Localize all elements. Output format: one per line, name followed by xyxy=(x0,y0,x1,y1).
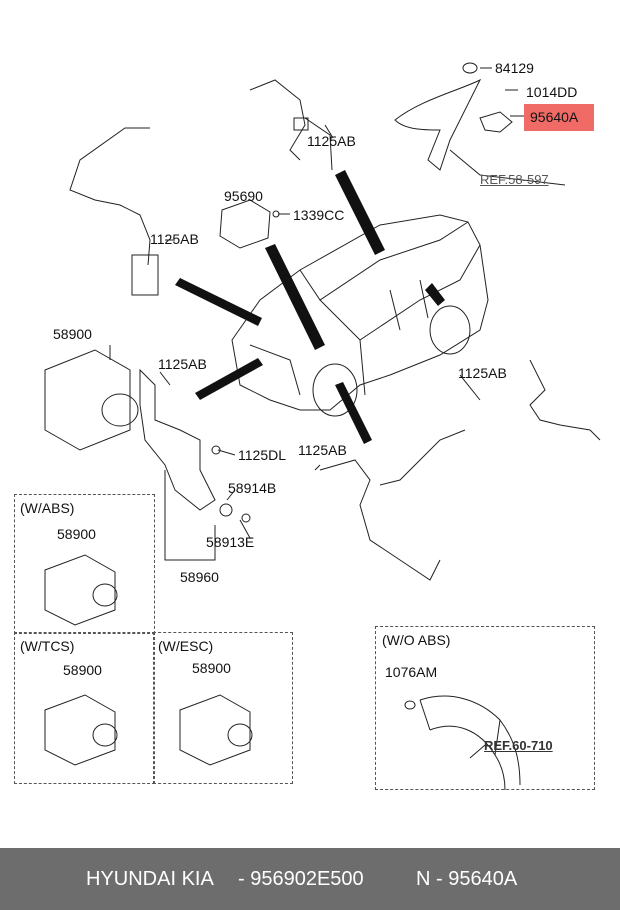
part-label-1125ab-left: 1125AB xyxy=(150,231,199,247)
box-w-abs-part: 58900 xyxy=(57,526,96,542)
highlighted-part-95640a[interactable]: 95640A xyxy=(524,104,594,131)
part-label-95640a: 95640A xyxy=(530,109,579,125)
diagram-drawing xyxy=(44,62,601,791)
footer-part-number: - 956902E500 xyxy=(238,868,364,890)
part-label-1125ab-right: 1125AB xyxy=(458,365,507,381)
box-w-tcs-title: (W/TCS) xyxy=(20,638,75,654)
part-label-1125ab-bottom: 1125AB xyxy=(298,442,347,458)
footer-n-label: N - 95640A xyxy=(416,868,518,890)
part-label-58900-main: 58900 xyxy=(53,326,92,342)
ref-label-60-710: REF.60-710 xyxy=(484,738,553,753)
box-w-abs xyxy=(14,494,155,634)
box-w-abs-title: (W/ABS) xyxy=(20,500,75,516)
footer-bar: HYUNDAI KIA - 956902E500 N - 95640A xyxy=(0,848,620,910)
part-label-58914b: 58914B xyxy=(228,480,277,496)
box-w-esc-title: (W/ESC) xyxy=(158,638,214,654)
parts-diagram: 84129 1014DD 95640A REF.58-597 1125AB 95… xyxy=(14,60,601,791)
box-w-tcs-part: 58900 xyxy=(63,662,102,678)
footer-brand: HYUNDAI KIA xyxy=(86,868,214,890)
part-label-1014dd: 1014DD xyxy=(526,84,578,100)
part-label-95690: 95690 xyxy=(224,188,263,204)
box-w-esc-part: 58900 xyxy=(192,660,231,676)
part-label-1339cc: 1339CC xyxy=(293,207,345,223)
box-wo-abs-title: (W/O ABS) xyxy=(382,632,451,648)
ref-label-58-597: REF.58-597 xyxy=(480,172,549,187)
part-label-58913e: 58913E xyxy=(206,534,255,550)
part-label-84129: 84129 xyxy=(495,60,534,76)
part-label-1125ab-top: 1125AB xyxy=(307,133,356,149)
box-wo-abs-part: 1076AM xyxy=(385,664,438,680)
part-label-1125dl: 1125DL xyxy=(238,447,287,463)
box-w-esc xyxy=(153,632,293,784)
part-label-58960: 58960 xyxy=(180,569,219,585)
box-w-tcs xyxy=(14,632,155,784)
box-wo-abs xyxy=(375,626,595,790)
part-label-1125ab-mid: 1125AB xyxy=(158,356,207,372)
